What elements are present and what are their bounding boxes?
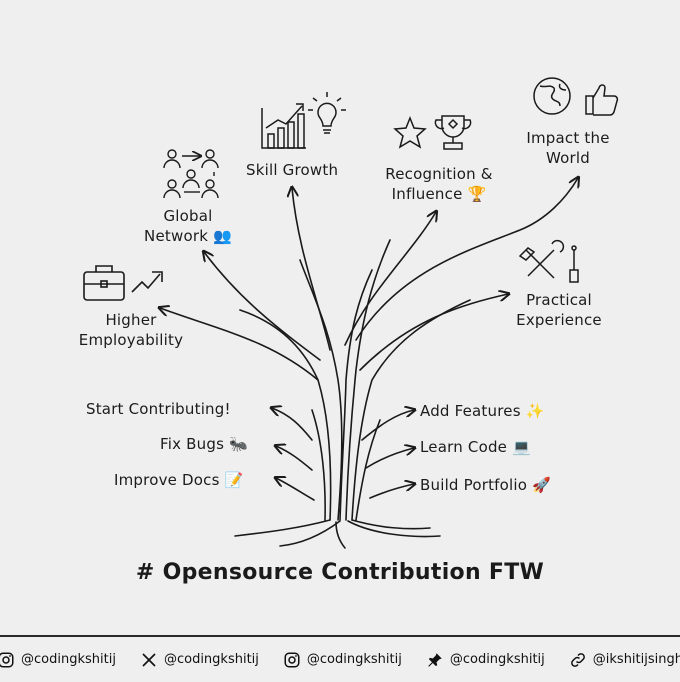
social-handle: @codingkshitij	[306, 652, 402, 667]
label-learn-code: Learn Code 💻	[420, 437, 531, 457]
headline: # Opensource Contribution FTW	[135, 560, 545, 585]
social-handle: @codingkshitij	[163, 652, 259, 667]
label-text: Start Contributing!	[86, 400, 231, 418]
label-line: Impact the	[526, 129, 610, 147]
social-handle: @codingkshitij	[21, 652, 116, 667]
label-line: World	[546, 149, 590, 167]
social-item[interactable]: @codingkshitij	[0, 651, 116, 669]
arrow-build-portfolio	[369, 484, 414, 499]
arrow-learn-code	[365, 448, 414, 469]
social-item[interactable]: @codingkshitij	[426, 651, 545, 669]
label-line: Experience	[516, 311, 602, 329]
label-start-contributing: Start Contributing!	[86, 399, 231, 419]
social-item[interactable]: @ikshitijsingh	[569, 651, 680, 669]
label-line: Employability	[78, 331, 184, 349]
arrow-add-features	[361, 410, 414, 441]
label-text: Influence	[391, 185, 463, 203]
x-icon	[142, 652, 156, 667]
label-text: Learn Code	[420, 438, 508, 456]
arrow-fix-bugs	[276, 446, 313, 471]
thumbs-up-icon	[585, 84, 619, 116]
label-line: Higher	[105, 311, 157, 329]
label-text: Add Features	[420, 402, 521, 420]
arrow-global-network	[204, 252, 321, 361]
bar-chart-icon	[261, 103, 306, 149]
label-build-portfolio: Build Portfolio 🚀	[420, 475, 551, 495]
label-skill-growth: Skill Growth	[246, 160, 338, 180]
label-text: Skill Growth	[246, 161, 339, 179]
action-arrows	[272, 408, 414, 501]
arrow-impact	[355, 178, 578, 341]
social-handle: @ikshitijsingh	[592, 652, 680, 667]
label-line: Global	[163, 207, 213, 225]
label-fix-bugs: Fix Bugs 🐜	[160, 434, 248, 454]
arrow-start-contributing	[272, 408, 313, 441]
social-item[interactable]: @codingkshitij	[140, 651, 259, 669]
laptop-icon: 💻	[512, 438, 531, 456]
label-text: Build Portfolio	[420, 476, 528, 494]
label-improve-docs: Improve Docs 📝	[114, 470, 244, 490]
sparkles-icon: ✨	[525, 402, 545, 420]
instagram-icon	[0, 652, 14, 667]
people-icon: 👥	[213, 227, 232, 245]
ant-icon: 🐜	[229, 435, 248, 453]
label-line: Influence 🏆	[364, 184, 514, 204]
arrow-higher-employability	[160, 308, 319, 381]
network-icon	[163, 149, 219, 199]
social-handle: @codingkshitij	[449, 652, 545, 667]
branch-arrows	[160, 178, 578, 381]
rocket-icon: 🚀	[532, 476, 551, 494]
arrow-practical	[359, 294, 508, 371]
label-line: Recognition &	[385, 165, 493, 183]
trophy-emoji-icon: 🏆	[467, 185, 487, 203]
label-line: Network 👥	[128, 226, 248, 246]
memo-icon: 📝	[224, 471, 244, 489]
tools-icon	[518, 239, 579, 283]
instagram-icon	[284, 652, 300, 667]
globe-icon	[533, 77, 571, 115]
footer-socials: @codingkshitij @codingkshitij @codingksh…	[0, 635, 680, 682]
arrow-recognition	[344, 212, 436, 346]
briefcase-icon	[83, 265, 125, 301]
label-practical: Practical Experience	[494, 290, 624, 330]
label-line: Practical	[526, 291, 592, 309]
label-recognition: Recognition & Influence 🏆	[364, 164, 514, 204]
link-icon	[570, 652, 585, 667]
arrow-skill-growth	[292, 188, 331, 351]
label-text: Network	[144, 227, 209, 245]
pin-icon	[428, 652, 442, 667]
lightbulb-icon	[308, 92, 346, 134]
trend-up-icon	[131, 271, 163, 293]
tree-trunk	[234, 239, 471, 549]
label-global-network: Global Network 👥	[128, 206, 248, 246]
social-item[interactable]: @codingkshitij	[283, 651, 402, 669]
label-text: Fix Bugs	[160, 435, 225, 453]
label-text: Improve Docs	[114, 471, 220, 489]
label-higher-employability: Higher Employability	[56, 310, 206, 350]
star-icon	[393, 115, 427, 149]
label-add-features: Add Features ✨	[420, 401, 545, 421]
arrow-improve-docs	[276, 478, 315, 501]
label-impact: Impact the World	[508, 128, 628, 168]
trophy-icon	[434, 115, 472, 150]
